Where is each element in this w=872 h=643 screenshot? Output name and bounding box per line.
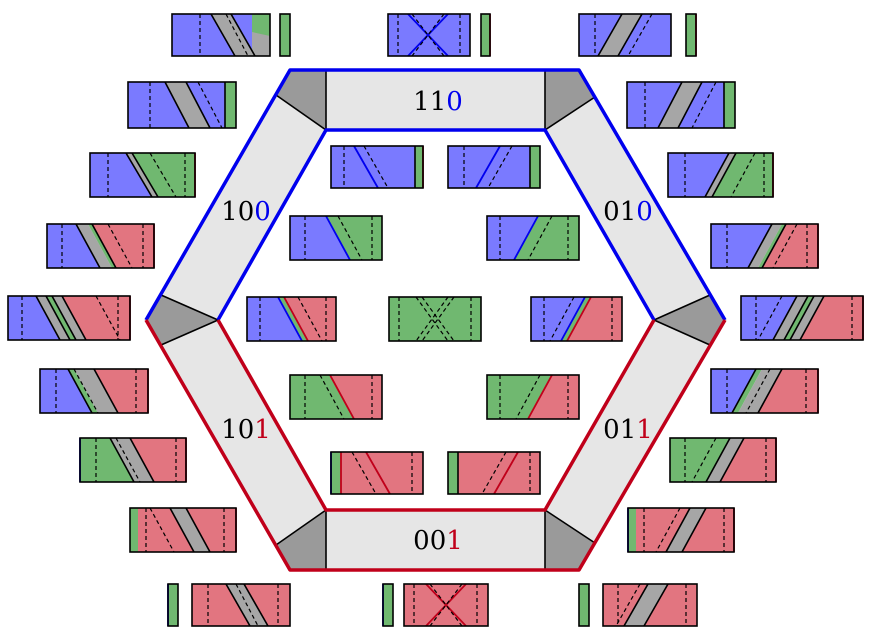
tile-r7-right xyxy=(669,437,777,483)
band-separators xyxy=(160,70,711,570)
tile-r4-right xyxy=(710,223,819,269)
edge-label-110: 110 xyxy=(413,87,463,117)
band-segment-110 xyxy=(290,70,579,130)
tile-r4-left xyxy=(46,223,155,269)
tile-r7-left xyxy=(79,437,187,483)
tile-r1-left xyxy=(171,13,291,57)
tile-r6-left xyxy=(39,368,149,414)
edge-labels: 110 010 011 001 101 100 xyxy=(221,87,653,556)
corner-bottom-right xyxy=(545,510,595,570)
band-segment-010 xyxy=(545,70,725,320)
tile-r6-inner-left xyxy=(289,374,383,420)
tile-r7-inner-right xyxy=(447,451,541,495)
tile-r5-inner-left xyxy=(246,296,337,342)
tile-r5-inner-right xyxy=(530,296,623,342)
edge-label-010: 010 xyxy=(603,197,653,227)
corner-left xyxy=(146,295,218,345)
tile-r3-inner-left xyxy=(330,145,424,189)
corner-top-left xyxy=(276,70,326,130)
corner-top-right xyxy=(545,70,595,130)
tile-r1-center xyxy=(387,13,491,57)
tile-r9-center xyxy=(382,583,489,627)
band-segment-011 xyxy=(545,320,725,570)
tile-r5-center xyxy=(388,296,482,342)
tile-r4-inner-left xyxy=(289,215,383,261)
tile-r6-right xyxy=(710,368,819,414)
inner-outline-blue xyxy=(216,128,656,321)
outer-outline-blue xyxy=(144,68,727,321)
tile-r7-inner-left xyxy=(330,451,424,495)
edge-label-001: 001 xyxy=(413,526,463,556)
tile-r1-right xyxy=(578,13,697,57)
band-segment-100 xyxy=(146,70,326,320)
tile-r4-inner-right xyxy=(486,215,580,261)
tile-r3-right xyxy=(667,152,774,198)
band-segment-101 xyxy=(146,320,326,570)
tile-r6-inner-right xyxy=(486,374,580,420)
tile-r5-right xyxy=(740,295,864,341)
inner-outline-red xyxy=(216,319,656,512)
corner-right xyxy=(654,295,725,345)
corner-bottom-left xyxy=(276,510,326,570)
edge-label-100: 100 xyxy=(221,197,271,227)
tile-r2-left xyxy=(127,81,237,129)
tile-r9-left xyxy=(167,583,291,627)
tile-r2-right xyxy=(626,81,736,129)
tile-r8-right xyxy=(627,507,735,553)
edge-label-011: 011 xyxy=(603,415,653,445)
tile-r9-right xyxy=(578,583,698,627)
tile-r8-left xyxy=(129,507,237,553)
band-segment-001 xyxy=(290,510,579,570)
hexagon-band xyxy=(144,68,727,572)
tile-r5-left xyxy=(7,295,131,341)
edge-label-101: 101 xyxy=(221,415,271,445)
outer-outline-red xyxy=(144,319,727,572)
tile-r3-left xyxy=(89,152,196,198)
tile-r3-inner-right xyxy=(447,145,541,189)
